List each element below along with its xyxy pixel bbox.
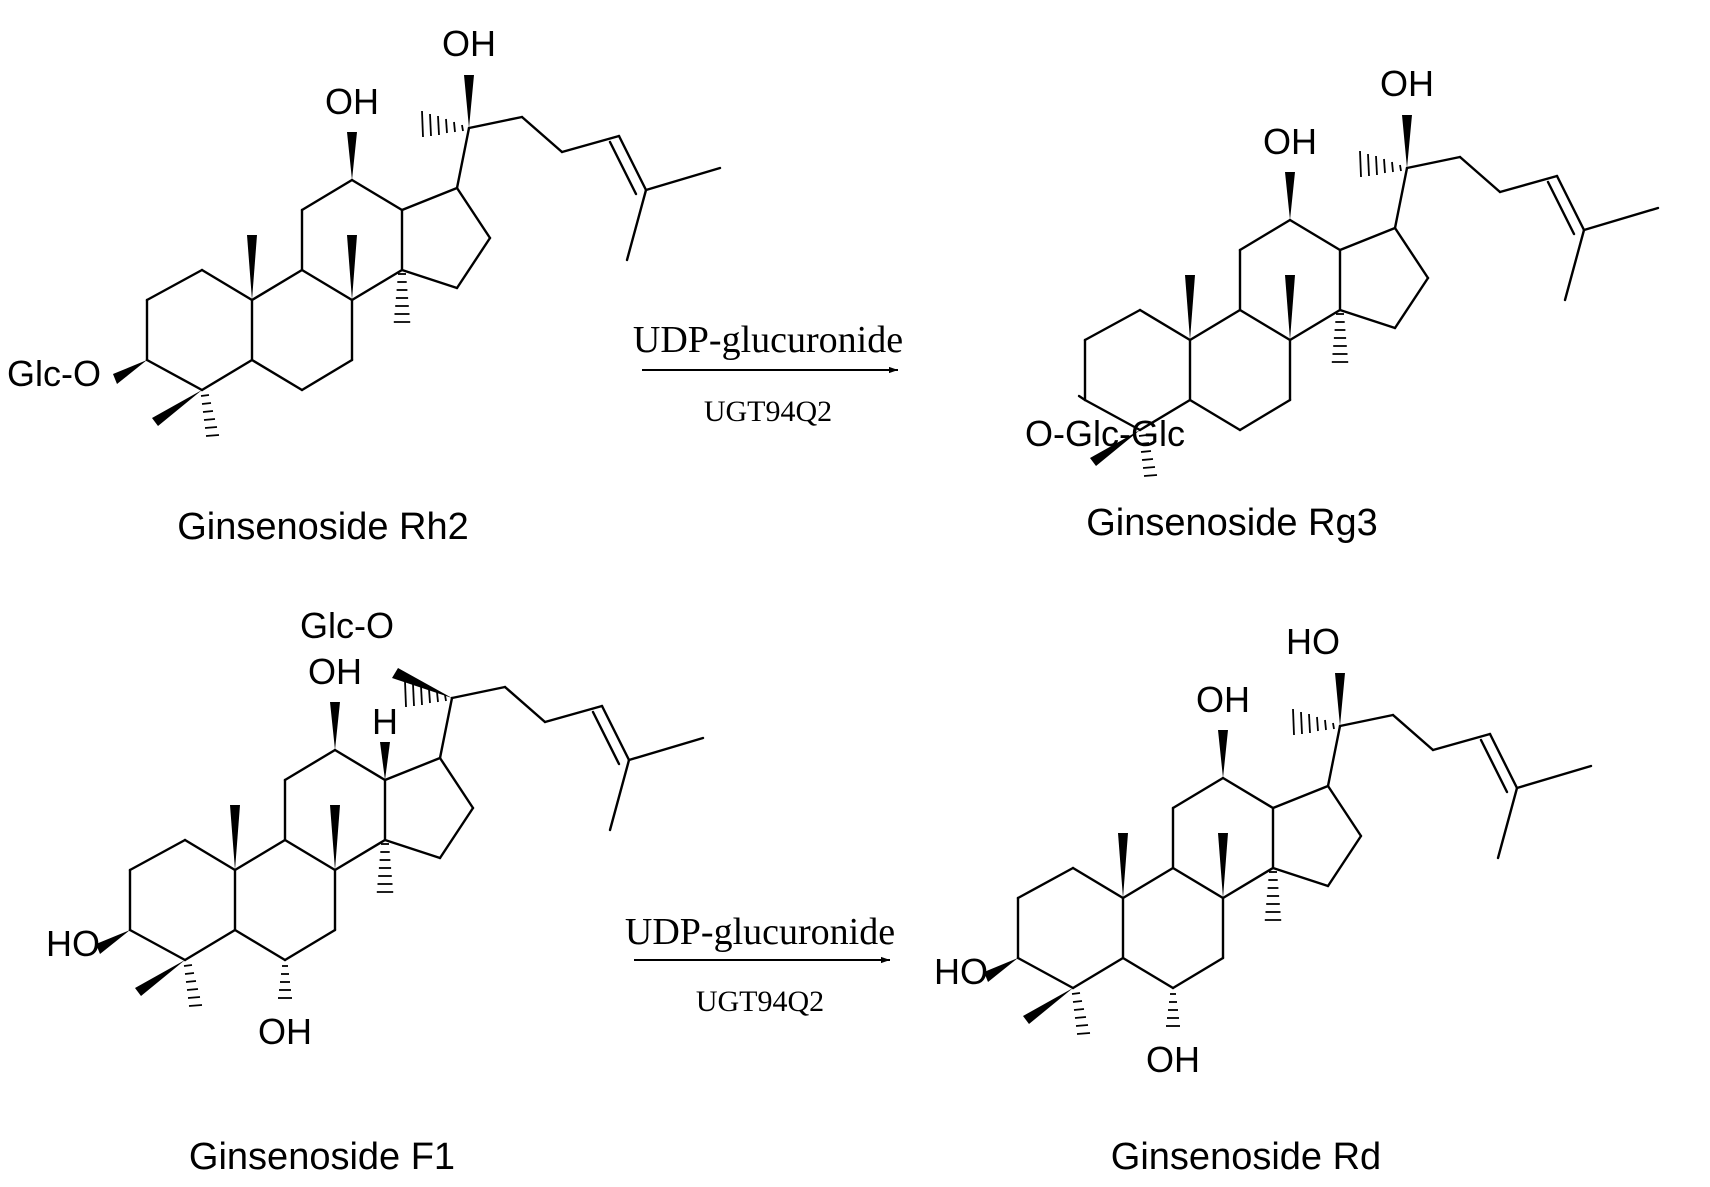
reaction-1-reagent: UDP-glucuronide [633, 319, 903, 361]
structure-ginsenoside-rd: HO OH OH HO [934, 621, 1593, 1080]
compound-name-rg3: Ginsenoside Rg3 [1086, 502, 1378, 544]
f1-c3-hydroxyl: HO [46, 923, 100, 964]
structure-ginsenoside-rh2: Glc-O OH OH [7, 23, 722, 438]
reaction-1-enzyme: UGT94Q2 [704, 395, 832, 428]
f1-c6-hydroxyl: OH [258, 1011, 312, 1052]
compound-name-f1: Ginsenoside F1 [189, 1136, 455, 1178]
rd-c12-hydroxyl: OH [1196, 679, 1250, 720]
reaction-2-reagent: UDP-glucuronide [625, 911, 895, 953]
rd-c6-hydroxyl: OH [1146, 1039, 1200, 1080]
compound-name-rh2: Ginsenoside Rh2 [177, 506, 469, 548]
rg3-c20-hydroxyl: OH [1380, 63, 1434, 104]
rd-c3-hydroxyl: HO [934, 951, 988, 992]
structure-ginsenoside-f1: HO OH OH H Glc-O [46, 605, 705, 1052]
f1-c20-substituent: Glc-O [300, 605, 394, 646]
compound-name-rd: Ginsenoside Rd [1111, 1136, 1381, 1178]
rh2-c3-substituent: Glc-O [7, 353, 101, 394]
reaction-arrow-2: UDP-glucuronide UGT94Q2 [625, 911, 895, 1018]
rd-c20-hydroxyl: HO [1286, 621, 1340, 662]
f1-c13-hydrogen: H [372, 701, 398, 742]
rg3-c12-hydroxyl: OH [1263, 121, 1317, 162]
f1-c12-hydroxyl: OH [308, 651, 362, 692]
reaction-arrow-1: UDP-glucuronide UGT94Q2 [633, 319, 903, 428]
reaction-2-enzyme: UGT94Q2 [696, 985, 824, 1018]
rh2-c20-hydroxyl: OH [442, 23, 496, 64]
structure-ginsenoside-rg3: O-Glc-Glc OH OH [1025, 63, 1660, 478]
rh2-c12-hydroxyl: OH [325, 81, 379, 122]
rg3-c3-substituent: O-Glc-Glc [1025, 413, 1185, 454]
